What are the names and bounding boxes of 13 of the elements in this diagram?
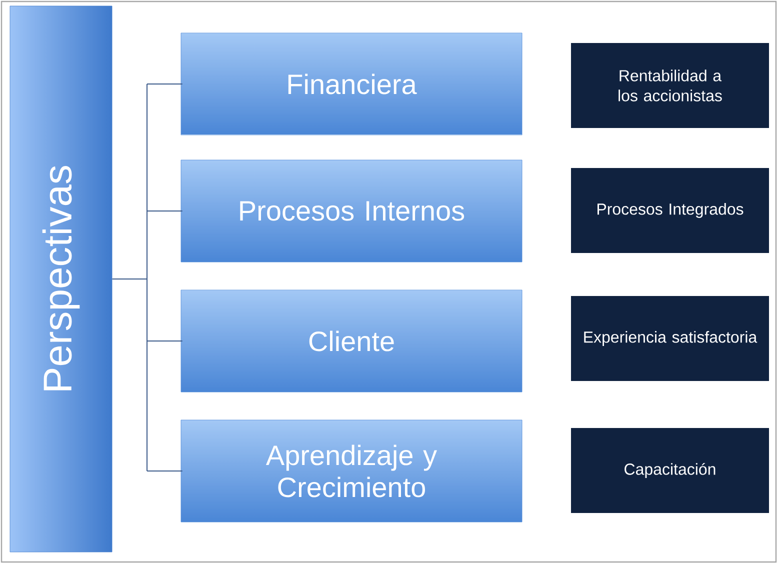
perspective-box: Procesos Internos: [180, 160, 522, 262]
goal-box: Experiencia satisfactoria: [571, 296, 769, 381]
connector-line: [146, 340, 183, 342]
goal-box: Procesos Integrados: [571, 168, 769, 253]
goal-box: Capacitación: [571, 428, 769, 513]
perspective-box: Cliente: [180, 290, 522, 392]
perspective-box: Aprendizaje y Crecimiento: [180, 420, 522, 522]
connector-line: [146, 210, 183, 212]
goal-box: Rentabilidad a los accionistas: [571, 43, 769, 128]
connector-line: [146, 470, 183, 472]
perspective-box: Financiera: [180, 32, 522, 136]
perspective-bar: Perspectivas: [10, 6, 112, 552]
connector-trunk: [112, 84, 148, 472]
